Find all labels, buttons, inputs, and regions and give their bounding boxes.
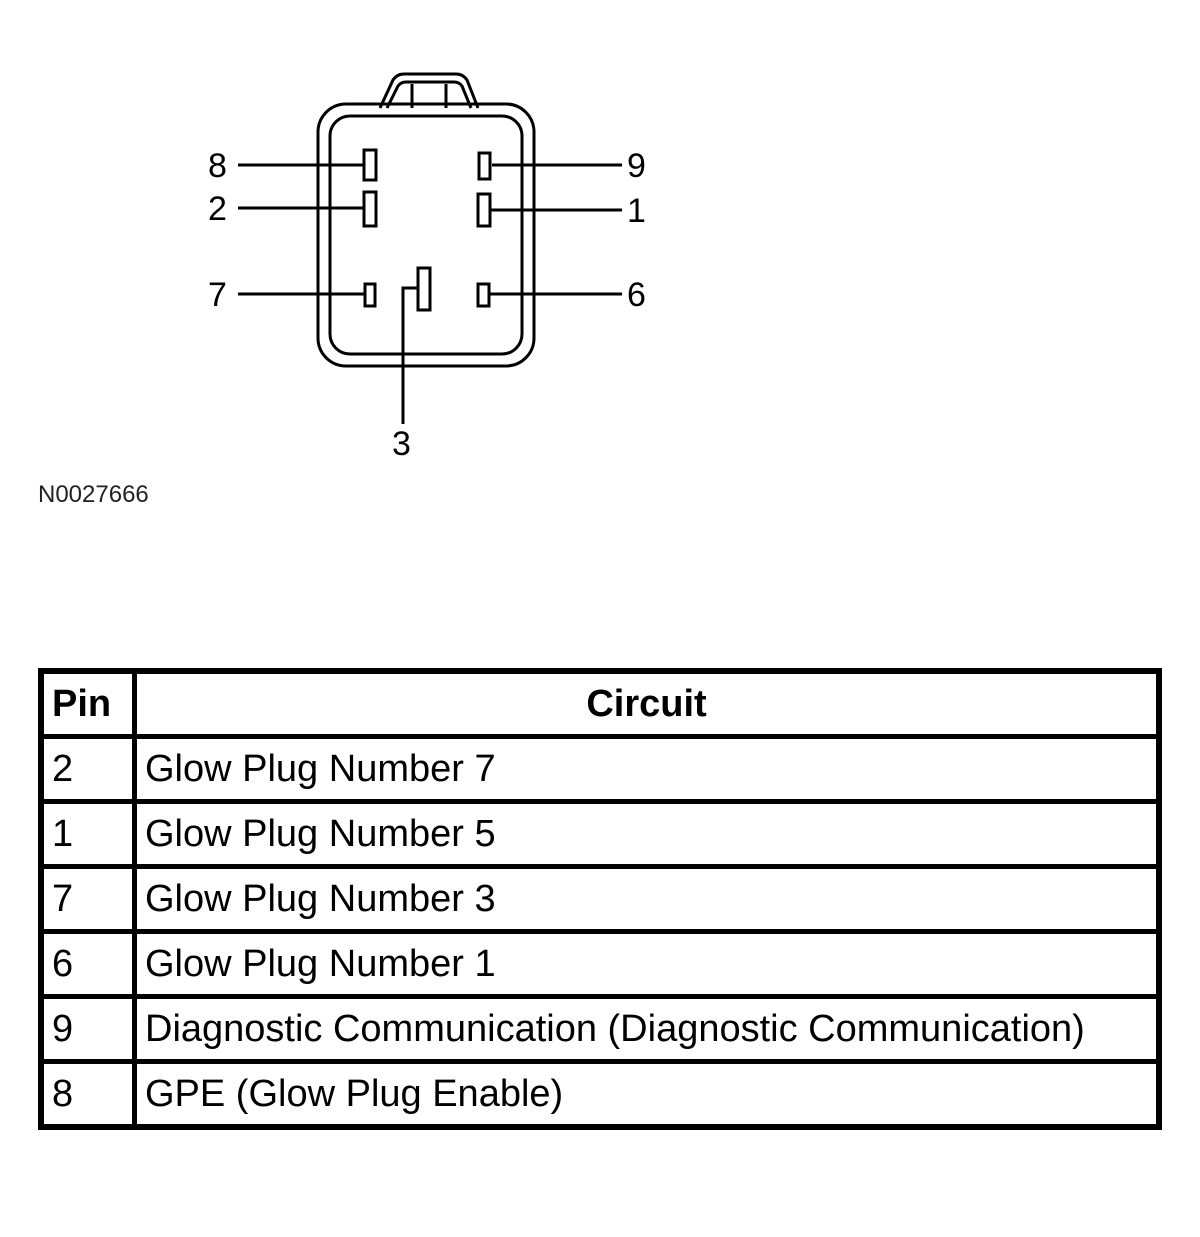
terminal-2 xyxy=(362,190,378,228)
pin-label-1: 1 xyxy=(627,192,646,230)
leader-lines xyxy=(238,163,622,424)
cell-pin: 8 xyxy=(38,1059,137,1130)
cell-pin: 1 xyxy=(38,799,137,869)
cell-pin: 9 xyxy=(38,994,137,1064)
terminal-8 xyxy=(362,148,378,182)
pin-label-3: 3 xyxy=(392,425,411,463)
pin-label-7: 7 xyxy=(208,276,227,314)
table-row: 6 Glow Plug Number 1 xyxy=(38,929,1162,999)
pin-label-8: 8 xyxy=(208,147,227,185)
pinout-table: Pin Circuit 2 Glow Plug Number 7 1 Glow … xyxy=(38,668,1162,1130)
table-header-row: Pin Circuit xyxy=(38,668,1162,739)
pin-label-2: 2 xyxy=(208,190,227,228)
leader-pin-3 xyxy=(401,286,418,424)
cell-circuit: GPE (Glow Plug Enable) xyxy=(132,1059,1162,1130)
pin-label-6: 6 xyxy=(627,276,646,314)
cell-circuit: Glow Plug Number 5 xyxy=(132,799,1162,869)
table-row: 2 Glow Plug Number 7 xyxy=(38,734,1162,804)
cell-pin: 6 xyxy=(38,929,137,999)
connector-diagram: 8 2 7 9 1 6 3 N0027666 xyxy=(38,72,646,508)
cell-pin: 7 xyxy=(38,864,137,934)
table-row: 9 Diagnostic Communication (Diagnostic C… xyxy=(38,994,1162,1064)
cell-circuit: Glow Plug Number 7 xyxy=(132,734,1162,804)
pin-label-9: 9 xyxy=(627,147,646,185)
table-row: 1 Glow Plug Number 5 xyxy=(38,799,1162,869)
terminal-7 xyxy=(363,282,377,308)
terminal-3 xyxy=(416,266,432,312)
header-circuit: Circuit xyxy=(132,668,1162,739)
connector-latch xyxy=(378,72,480,109)
header-pin: Pin xyxy=(38,668,137,739)
figure-id: N0027666 xyxy=(38,481,149,508)
connector-housing xyxy=(316,102,536,368)
terminals xyxy=(362,148,492,312)
cell-pin: 2 xyxy=(38,734,137,804)
terminal-1 xyxy=(476,192,492,228)
cell-circuit: Diagnostic Communication (Diagnostic Com… xyxy=(132,994,1162,1064)
cell-circuit: Glow Plug Number 3 xyxy=(132,864,1162,934)
terminal-6 xyxy=(476,282,491,308)
table-row: 7 Glow Plug Number 3 xyxy=(38,864,1162,934)
terminal-9 xyxy=(477,151,492,181)
table-row: 8 GPE (Glow Plug Enable) xyxy=(38,1059,1162,1130)
cell-circuit: Glow Plug Number 1 xyxy=(132,929,1162,999)
